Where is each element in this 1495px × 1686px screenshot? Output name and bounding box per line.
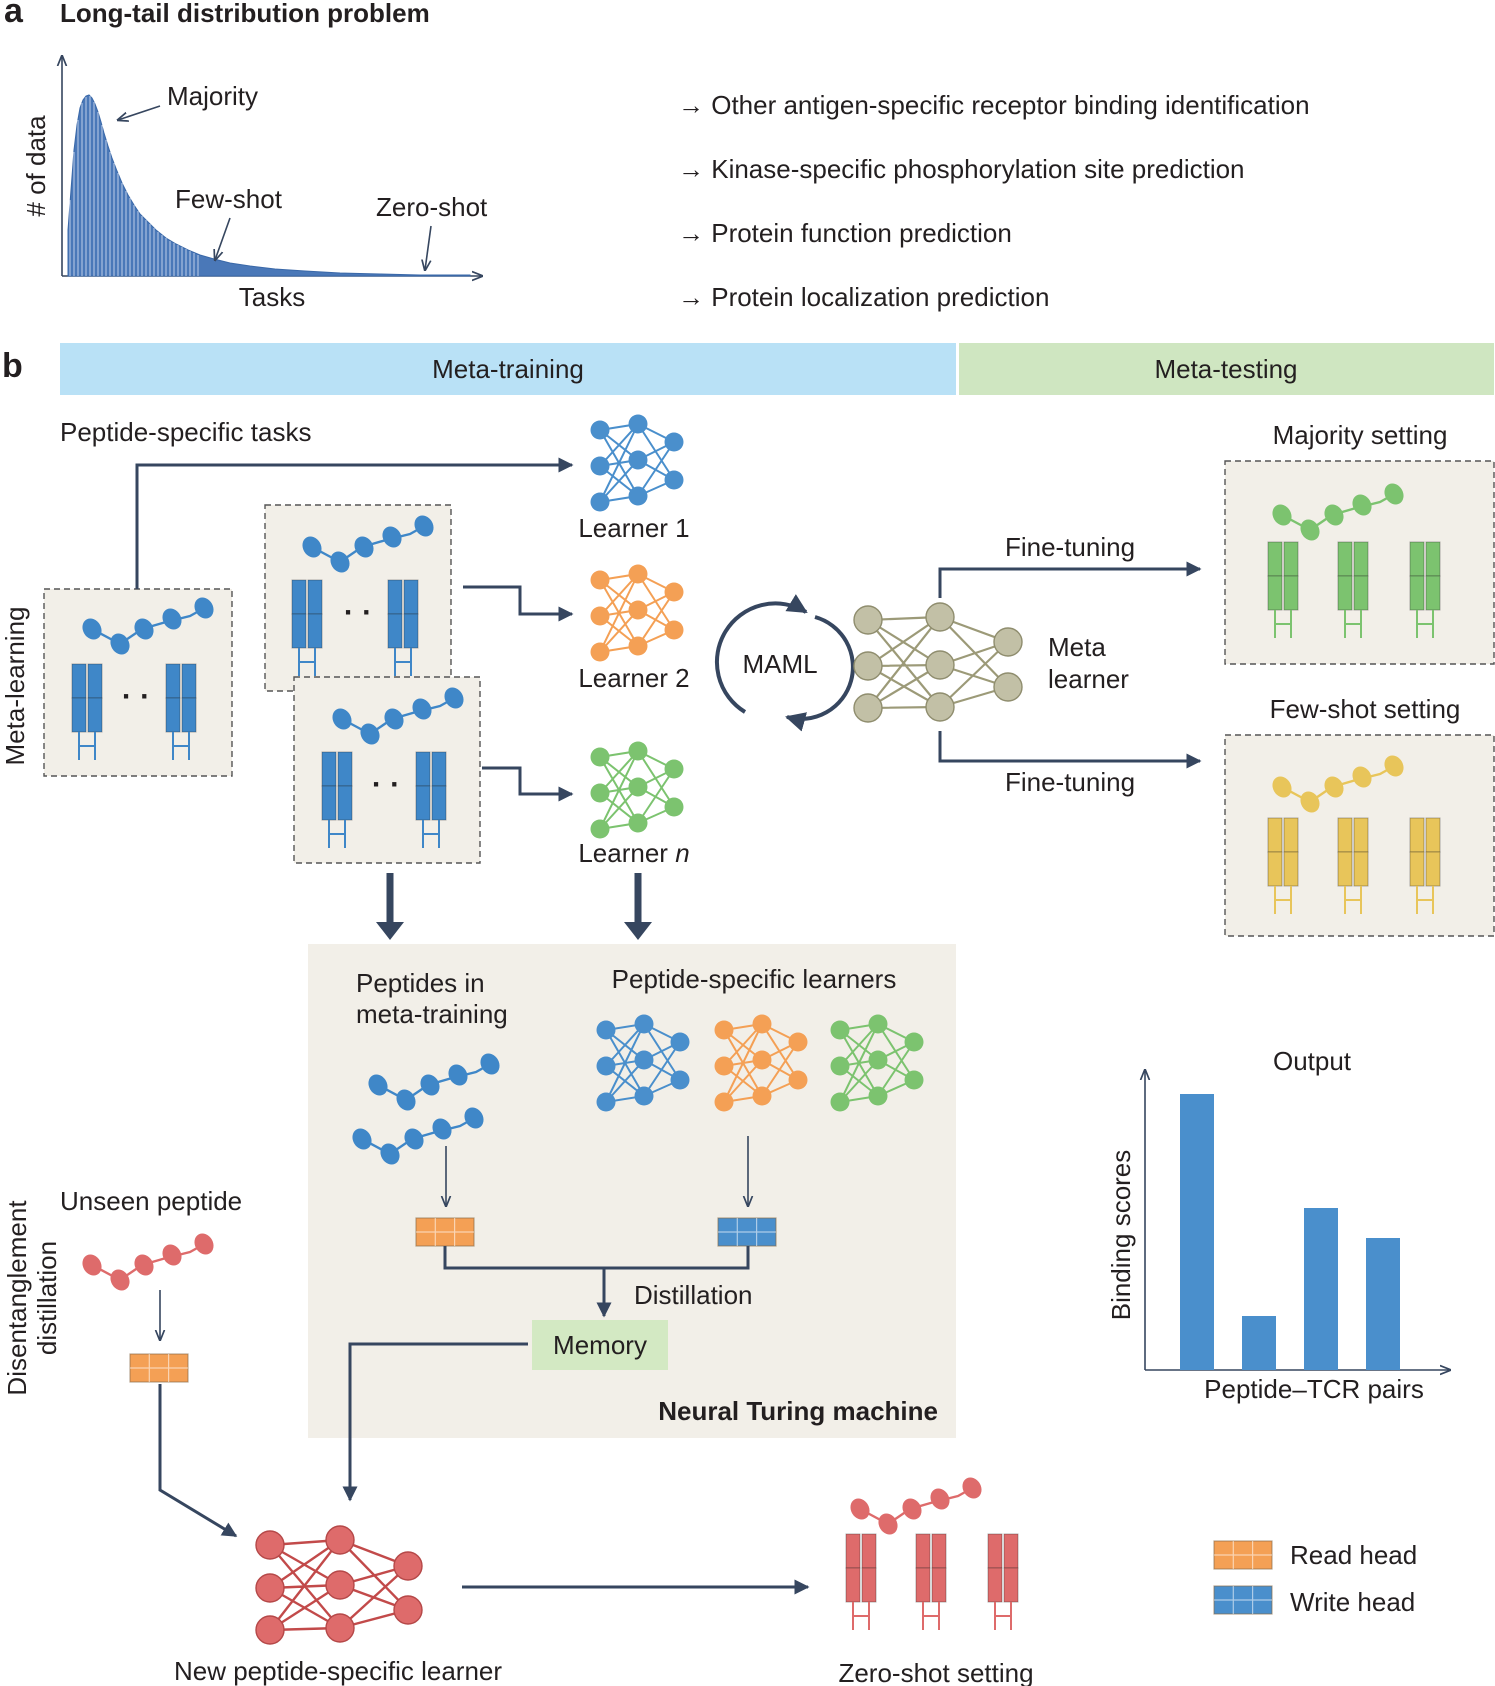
majority-setting-label: Majority setting [1273,420,1448,450]
task-box: · · [43,588,233,777]
peptides-in-label-line2: meta-training [356,999,508,1029]
application-item: → Kinase-specific phosphorylation site p… [678,154,1245,184]
new-learner-label: New peptide-specific learner [174,1656,502,1686]
fine-tuning-label-top: Fine-tuning [1005,532,1135,562]
task-to-learner1-arrow [135,457,574,589]
panel-a-title: Long-tail distribution problem [60,0,430,28]
ntm-read-head [415,1217,475,1247]
svg-text:· ·: · · [122,680,150,713]
zero-shot-setting-group [845,1472,1019,1631]
output-bar [1242,1316,1276,1370]
task-to-learner2-arrow [463,585,574,622]
application-item: → Protein function prediction [678,218,1012,248]
meta-testing-band [959,343,1494,395]
panel-a-letter: a [4,0,24,30]
task-to-learnern-arrow [482,766,574,802]
zero-shot-setting-label: Zero-shot setting [838,1658,1033,1686]
histogram-x-label: Tasks [239,282,305,312]
peptide-specific-learners-label: Peptide-specific learners [612,964,897,994]
ntm-title: Neural Turing machine [658,1396,938,1426]
peptide-specific-tasks-label: Peptide-specific tasks [60,417,311,447]
application-item: → Other antigen-specific receptor bindin… [678,90,1310,120]
task-box: · · [264,504,452,692]
legend-read-head-label: Read head [1290,1540,1417,1570]
majority-pointer [118,105,161,120]
fine-tuning-majority-arrow [938,561,1202,598]
learner2-network [589,563,685,663]
fine-tuning-fewshot-arrow [938,731,1202,769]
meta-learner-label-line1: Meta [1048,632,1106,662]
panel-b-letter: b [2,347,23,385]
legend-write-head-label: Write head [1290,1587,1415,1617]
maml-label: MAML [742,649,817,679]
output-bar [1304,1208,1338,1370]
output-y-label: Binding scores [1106,1150,1136,1321]
long-tail-curve [67,94,471,277]
output-chart-title: Output [1273,1046,1352,1076]
learnern-network [589,740,685,840]
output-bar-chart: Output Binding scores Peptide–TCR pairs [1106,1046,1450,1404]
meta-learner-label-line2: learner [1048,664,1129,694]
meta-training-band [60,343,956,395]
memory-to-new-learner-arrow [342,1342,528,1502]
fine-tuning-label-bottom: Fine-tuning [1005,767,1135,797]
histogram-y-label: # of data [21,115,51,217]
meta-learning-label: Meta-learning [0,607,30,766]
learner2-label: Learner 2 [578,663,689,693]
few-shot-setting-box [1224,734,1495,937]
unseen-peptide [77,1228,219,1296]
few-shot-label: Few-shot [175,184,283,214]
distillation-label: Distillation [634,1280,753,1310]
learner1-label: Learner 1 [578,513,689,543]
few-shot-setting-label: Few-shot setting [1270,694,1461,724]
legend-read-head-swatch [1213,1540,1273,1570]
legend-write-head-swatch [1213,1585,1273,1615]
unseen-peptide-label: Unseen peptide [60,1186,242,1216]
svg-text:· ·: · · [344,596,372,629]
memory-label: Memory [553,1330,647,1360]
ntm-write-head [717,1217,777,1247]
application-list: → Other antigen-specific receptor bindin… [678,90,1310,312]
few-shot-pointer [215,217,231,260]
majority-label: Majority [167,81,258,111]
read-head-to-new-learner-arrow [158,1384,238,1538]
application-item: → Protein localization prediction [678,282,1049,312]
learnern-label: Learner n [578,838,689,868]
new-peptide-specific-learner-network [255,1525,423,1645]
output-bar [1180,1094,1214,1370]
distillation-connector [443,1246,750,1270]
output-x-label: Peptide–TCR pairs [1204,1374,1424,1404]
output-bar [1366,1238,1400,1370]
unseen-read-head [129,1353,189,1383]
svg-text:· ·: · · [372,768,400,801]
meta-learner-network [853,602,1023,723]
learner1-network [589,413,685,513]
disentanglement-label-line2: distillation [32,1241,62,1355]
meta-training-label: Meta-training [432,354,584,384]
disentanglement-label-line1: Disentanglement [2,1200,32,1396]
zero-shot-label: Zero-shot [376,192,488,222]
zero-shot-pointer [425,225,432,270]
majority-setting-box [1224,460,1495,665]
peptides-in-label-line1: Peptides in [356,968,485,998]
maml-cycle: MAML [714,594,855,732]
memory-box [532,1320,668,1370]
task-box: · · [293,676,481,864]
long-tail-histogram: # of data Tasks Majority Few-shot Zero-s… [21,56,488,312]
meta-testing-label: Meta-testing [1154,354,1297,384]
